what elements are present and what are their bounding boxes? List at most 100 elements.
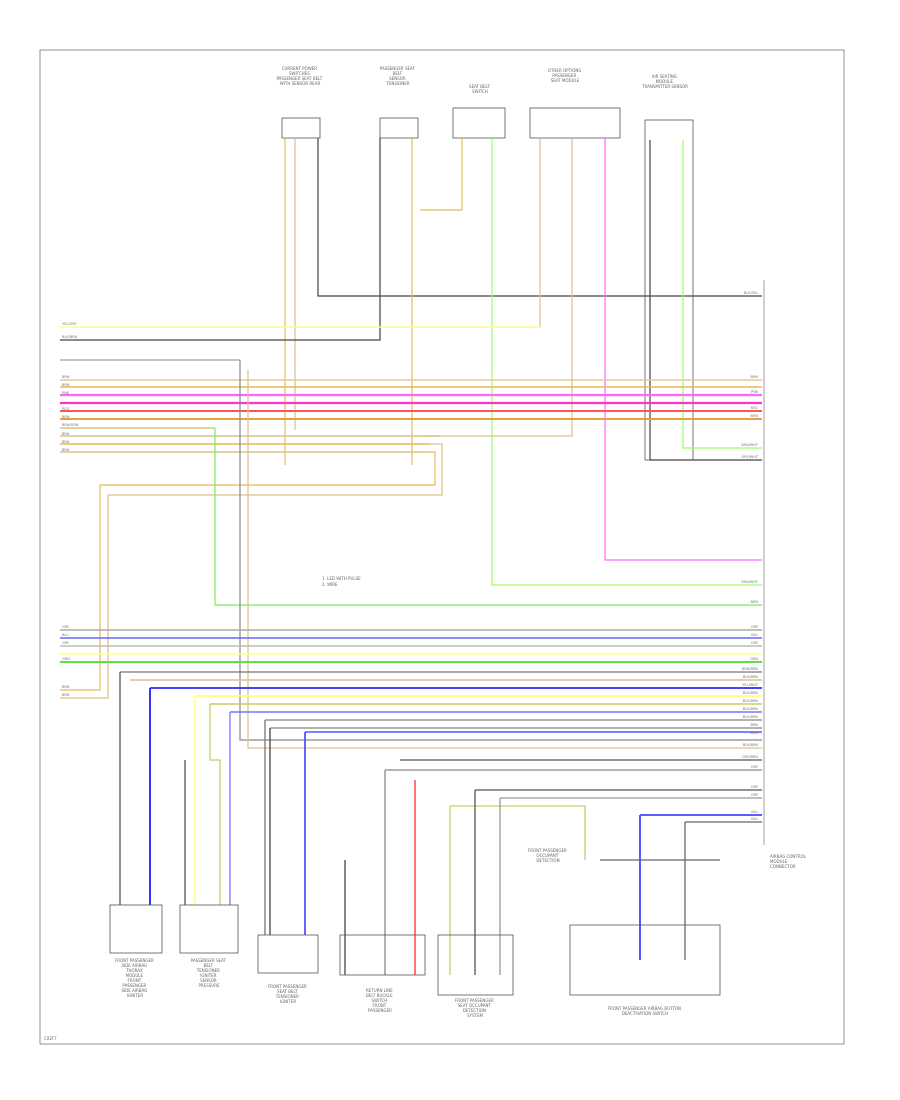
right-label-17: BLU/BRN: [743, 699, 759, 703]
wire-c5-b: [649, 140, 762, 461]
wire-c4-a: [60, 138, 541, 328]
wire-c1-c: [317, 138, 762, 297]
loop-a: [60, 451, 436, 691]
left-label-4: PNK: [62, 391, 70, 395]
label-b1: FRONT PASSENGER SIDE AIRBAG THORAX MODUL…: [115, 958, 155, 998]
right-label-5: GRN/WHT: [741, 443, 759, 447]
right-wire-labels: BLK/YEL BRN PNK RED BRN GRN/WHT GRY/WHT GRN/WHT…: [741, 291, 759, 821]
right-label-16: BLU/BRN: [743, 691, 759, 695]
right-label-28: BLU: [751, 817, 758, 821]
right-label-25: GRY: [751, 785, 759, 789]
loop-tan-vert: [247, 370, 762, 749]
left-lower-label-0: GRY: [62, 625, 70, 629]
component-box-c1: [281, 117, 321, 139]
left-label-2: BRN: [62, 375, 70, 379]
left-label-10: BRN: [62, 440, 70, 444]
left-label-11: BRN: [62, 448, 70, 452]
label-c1: CURRENT POWER SWITCHES PASSENGER SEAT BE…: [276, 66, 323, 86]
right-label-22: BLK/BRN: [743, 743, 759, 747]
left-label-6: BRN: [62, 415, 70, 419]
component-box-b5: [437, 934, 514, 996]
right-label-10: BLU: [751, 633, 758, 637]
top-vertical-wires: [60, 138, 762, 586]
left-lower-label-4: BRN: [62, 685, 70, 689]
bottom-component-labels: FRONT PASSENGER SIDE AIRBAG THORAX MODUL…: [115, 848, 683, 1018]
component-box-c5: [644, 119, 694, 461]
wire-c3-b: [491, 138, 762, 586]
label-c4: OTHER OPTIONS PASSENGER SEAT MODULE: [548, 68, 582, 83]
right-label-15: YEL/WHT: [742, 683, 759, 687]
right-label-14: BLK/BRN: [743, 675, 759, 679]
wire-c4-c: [604, 138, 762, 561]
module-label: AIRBAG CONTROL MODULE CONNECTOR: [770, 854, 807, 869]
left-label-1: BLK/BRN: [62, 335, 78, 339]
diagram-frame: [39, 49, 845, 1045]
component-box-b4: [339, 934, 426, 976]
right-label-9: GRY: [751, 625, 759, 629]
airbag-module-connector: AIRBAG CONTROL MODULE CONNECTOR: [763, 280, 807, 869]
component-box-b2: [179, 904, 239, 954]
right-label-24: GRY: [751, 765, 759, 769]
label-b3: FRONT PASSENGER SEAT BELT TENSIONER IGNI…: [268, 984, 308, 1004]
left-wire-labels: YEL/GRY BLK/BRN BRN BRN PNK RED BRN BRN/…: [62, 322, 79, 697]
lower-bus-wires: [60, 629, 762, 733]
component-box-c2: [379, 117, 419, 139]
upper-bus-wires: [60, 326, 762, 453]
right-label-6: GRY/WHT: [742, 455, 759, 459]
right-label-4: BRN: [751, 414, 759, 418]
right-label-26: GRY: [751, 793, 759, 797]
label-b2: PASSENGER SEAT BELT TENSIONER IGNITER SE…: [191, 958, 227, 988]
bottom-drop-wires: [119, 672, 762, 975]
right-label-12: GRN: [750, 657, 758, 661]
loop-b: [60, 443, 443, 699]
right-label-1: BRN: [751, 375, 759, 379]
label-c2: PASSENGER SEAT BELT SENSOR TENSIONER: [380, 66, 416, 86]
right-label-8: BRN: [751, 600, 759, 604]
component-box-c4: [529, 107, 621, 139]
right-label-20: BRN: [751, 723, 759, 727]
right-label-18: BLU/BRN: [743, 707, 759, 711]
component-box-c3: [452, 107, 506, 139]
right-label-13: BRN/BRN: [742, 667, 758, 671]
component-box-b1: [109, 904, 163, 954]
label-b6: FRONT PASSENGER OCCUPANT DETECTION: [528, 848, 568, 863]
loop-green: [214, 428, 762, 606]
top-components: [281, 107, 694, 461]
left-lower-label-2: GRY: [62, 641, 70, 645]
label-b5: FRONT PASSENGER SEAT OCCUPANT DETECTION …: [455, 998, 495, 1018]
left-lower-label-3: GRN: [62, 657, 70, 661]
right-label-27: BLU: [751, 810, 758, 814]
drop-b2-c: [209, 704, 221, 905]
left-label-0: YEL/GRY: [62, 322, 77, 326]
loop-gray: [239, 360, 762, 741]
label-c3: SEAT BELT SWITCH: [469, 84, 491, 94]
drop-b5-a: [450, 805, 586, 860]
wire-c4-b: [420, 138, 573, 437]
right-label-7: GRN/WHT: [741, 580, 759, 584]
right-label-3: RED: [751, 406, 759, 410]
left-lower-label-1: BLU: [62, 633, 69, 637]
wire-c2-a: [60, 138, 381, 341]
right-label-0: BLK/YEL: [744, 291, 758, 295]
wire-c5-a: [682, 140, 762, 449]
component-box-b7: [569, 924, 721, 996]
label-b7: FRONT PASSENGER AIRBAG BUTTON DEACTIVATI…: [608, 1006, 683, 1016]
left-lower-label-5: BRN: [62, 693, 70, 697]
left-label-3: BRN: [62, 383, 70, 387]
left-label-9: BRN: [62, 432, 70, 436]
center-loop-wires: [60, 360, 762, 749]
right-label-11: GRY: [751, 641, 759, 645]
left-label-8: BRN/GRN: [62, 423, 79, 427]
right-label-19: BLU/BRN: [743, 715, 759, 719]
right-label-23: GRY/BRN: [742, 755, 758, 759]
left-label-5: RED: [62, 407, 70, 411]
top-component-labels: CURRENT POWER SWITCHES PASSENGER SEAT BE…: [276, 66, 688, 94]
page-code: C02F7: [44, 1036, 57, 1041]
right-label-21: BRN: [751, 731, 759, 735]
wire-c3-a: [420, 138, 463, 211]
label-b4: RETURN LINE BELT BUCKLE SWITCH FRONT PAS…: [366, 988, 394, 1013]
bottom-components: [109, 904, 721, 996]
legend: 1. LED WITH PULSE 2. WIRE: [322, 576, 362, 587]
right-label-2: PNK: [751, 390, 759, 394]
